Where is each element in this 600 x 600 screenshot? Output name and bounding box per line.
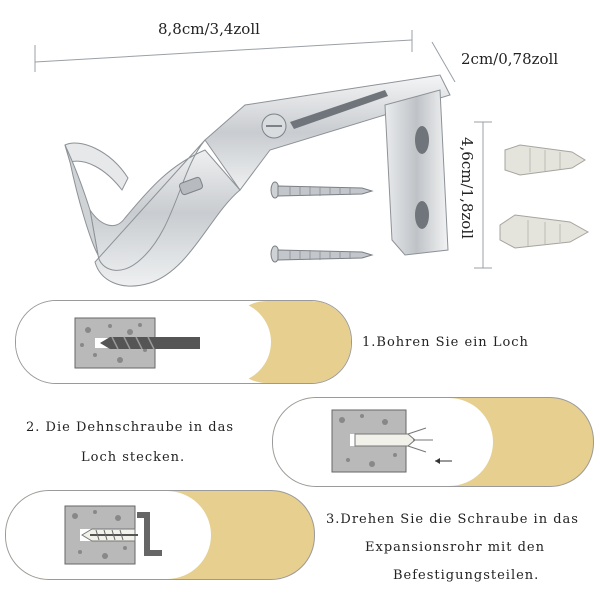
- step3-text-line3: Befestigungsteilen.: [393, 568, 540, 583]
- depth-label: 2cm/0,78zoll: [461, 50, 559, 68]
- step3-text-line2: Expansionsrohr mit den: [365, 540, 545, 555]
- step2-text-line1: 2. Die Dehnschraube in das: [26, 420, 235, 435]
- length-label: 8,8cm/3,4zoll: [158, 20, 260, 38]
- step3-text-line1: 3.Drehen Sie die Schraube in das: [326, 512, 579, 527]
- step2-text-line2: Loch stecken.: [81, 450, 186, 465]
- step1-text: 1.Bohren Sie ein Loch: [362, 335, 529, 350]
